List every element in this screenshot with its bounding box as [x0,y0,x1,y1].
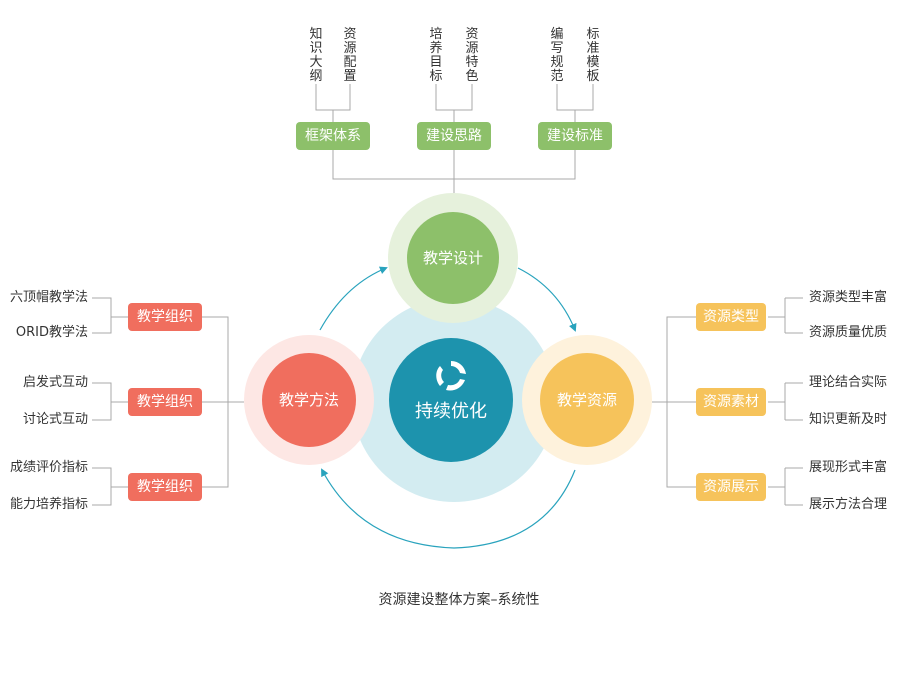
design-circle [407,212,499,304]
right-box-type: 资源类型 [696,303,766,331]
right-leaf-3-1: 展现形式丰富 [809,460,888,475]
top-box-standard: 建设标准 [538,122,612,150]
arrow-resource-to-method [321,468,576,549]
right-leaf-1-2: 资源质量优质 [809,325,888,340]
resource-label: 教学资源 [556,391,617,409]
optimize-circle [389,338,513,462]
left-leaf-3-1: 成绩评价指标 [9,460,88,475]
method-label: 教学方法 [278,391,339,409]
swirl-logo-icon [436,361,466,391]
diagram-caption: 资源建设整体方案–系统性 [378,592,540,608]
top-leaf-3-2: 标准模板 [586,27,600,84]
top-box-framework: 框架体系 [296,122,370,150]
right-leaf-2-1: 理论结合实际 [809,375,888,390]
top-leaf-1-1: 知识大纲 [309,27,323,84]
right-leaf-3-2: 展示方法合理 [809,497,888,512]
right-box-material: 资源素材 [696,388,766,416]
right-box-display: 资源展示 [696,473,766,501]
left-leaf-2-2: 讨论式互动 [22,412,88,427]
top-leaf-2-1: 培养目标 [429,27,443,84]
right-leaf-1-1: 资源类型丰富 [809,290,888,305]
right-leaf-2-2: 知识更新及时 [809,412,888,427]
top-leaf-3-1: 编写规范 [550,27,564,84]
left-leaf-1-2: ORID教学法 [15,325,88,340]
arrow-method-to-design [319,266,388,331]
cycle-arrows [319,266,577,549]
top-leaf-2-2: 资源特色 [465,27,479,84]
left-leaf-3-2: 能力培养指标 [9,497,88,512]
left-box-2: 教学组织 [128,388,202,416]
resource-circle [540,353,634,447]
left-box-1: 教学组织 [128,303,202,331]
top-box-approach: 建设思路 [417,122,491,150]
left-leaf-1-1: 六顶帽教学法 [9,290,88,305]
method-circle [262,353,356,447]
left-box-3: 教学组织 [128,473,202,501]
left-leaf-2-1: 启发式互动 [22,375,88,390]
optimize-label: 持续优化 [415,401,487,422]
top-leaf-1-2: 资源配置 [343,27,357,84]
arrow-design-to-resource [517,267,577,332]
design-label: 教学设计 [422,249,483,267]
